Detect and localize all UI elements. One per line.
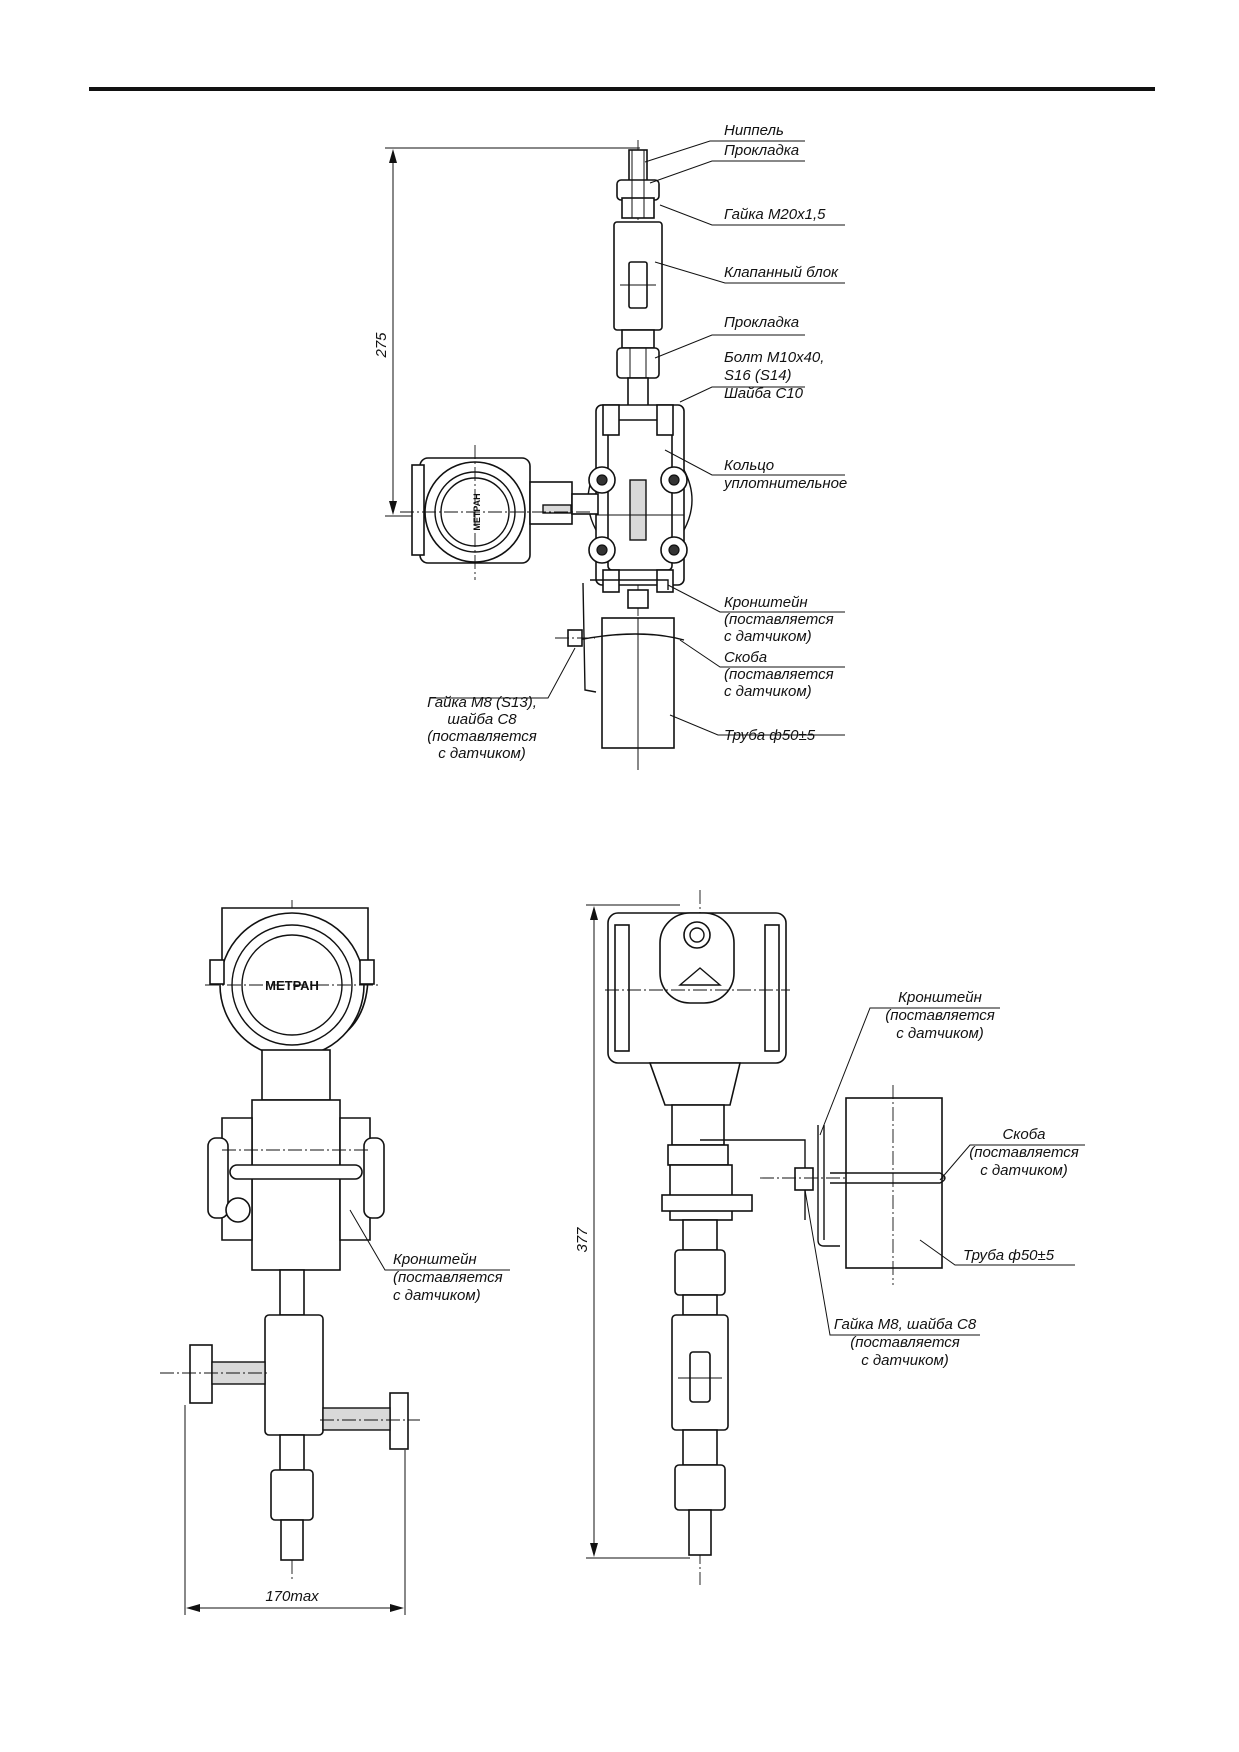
label-gasket-2: Прокладка xyxy=(724,314,799,331)
side-label-bracket-1: Кронштейн xyxy=(898,989,982,1006)
side-label-clamp-1: Скоба xyxy=(1002,1126,1045,1143)
label-clamp-2: (поставляется xyxy=(724,666,834,683)
side-label-nut-3: с датчиком) xyxy=(861,1352,949,1369)
label-nut-m8-1: Гайка М8 (S13), xyxy=(427,694,537,711)
side-label-bracket-2: (поставляется xyxy=(885,1007,995,1024)
label-bolt-1: Болт М10х40, xyxy=(724,349,824,366)
dimension-170max: 170max xyxy=(184,1405,406,1615)
label-clamp-3: с датчиком) xyxy=(724,683,812,700)
label-nut-m8-2: шайба С8 xyxy=(447,711,517,728)
label-bolt-2: S16 (S14) xyxy=(724,367,792,384)
label-nut-m20: Гайка М20х1,5 xyxy=(724,206,826,223)
label-pipe: Труба ф50±5 xyxy=(724,727,816,744)
dim-275-text: 275 xyxy=(373,332,390,359)
label-bracket-1: Кронштейн xyxy=(724,594,808,611)
side-label-bracket-3: с датчиком) xyxy=(896,1025,984,1042)
front-view: МЕТРАН Кронштейн (поставляется с xyxy=(160,900,510,1615)
nipple-assembly xyxy=(616,149,660,219)
side-view: 377 Кронштейн (поставляется с датчиком) … xyxy=(574,890,1085,1585)
front-label-bracket-3: с датчиком) xyxy=(393,1287,481,1304)
label-valve-block: Клапанный блок xyxy=(724,264,839,281)
label-ring-1: Кольцо xyxy=(724,457,774,474)
bracket-and-pipe xyxy=(555,579,685,770)
side-label-clamp-3: с датчиком) xyxy=(980,1162,1068,1179)
front-label-bracket-2: (поставляется xyxy=(393,1269,503,1286)
dim-170max-text: 170max xyxy=(265,1588,319,1605)
side-label-clamp-2: (поставляется xyxy=(969,1144,1079,1161)
label-clamp-1: Скоба xyxy=(724,649,767,666)
label-nut-m8-3: (поставляется xyxy=(427,728,537,745)
dimension-275: 275 xyxy=(373,147,640,517)
side-label-nut-1: Гайка М8, шайба С8 xyxy=(834,1316,977,1333)
dimension-377: 377 xyxy=(574,904,690,1559)
label-nut-m8-4: с датчиком) xyxy=(438,745,526,762)
label-bracket-2: (поставляется xyxy=(724,611,834,628)
transmitter-top: МЕТРАН xyxy=(400,445,599,580)
label-bracket-3: с датчиком) xyxy=(724,628,812,645)
front-brand: МЕТРАН xyxy=(265,978,319,993)
label-gasket-1: Прокладка xyxy=(724,142,799,159)
top-view-leaders xyxy=(430,140,845,736)
top-view: 275 xyxy=(373,122,847,770)
valve-block xyxy=(613,221,663,409)
flange-body xyxy=(587,404,693,593)
label-bolt-3: Шайба С10 xyxy=(724,385,804,402)
label-nipple: Ниппель xyxy=(724,122,784,139)
front-label-bracket-1: Кронштейн xyxy=(393,1251,477,1268)
label-ring-2: уплотнительное xyxy=(723,475,847,492)
side-label-nut-2: (поставляется xyxy=(850,1334,960,1351)
dim-377-text: 377 xyxy=(574,1227,591,1253)
side-label-pipe: Труба ф50±5 xyxy=(963,1247,1055,1264)
